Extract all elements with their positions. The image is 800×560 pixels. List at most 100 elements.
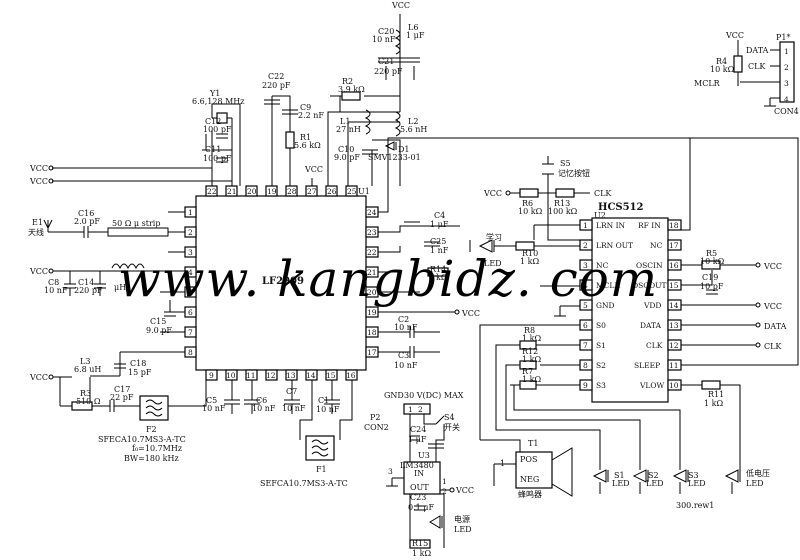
c18-ref: C18 [130, 359, 146, 368]
u2-pin-12: 12 [669, 341, 679, 350]
u1-pin-22r: 22 [367, 248, 377, 257]
u2-pin-13-name: DATA [640, 321, 662, 330]
c16-value: 2.0 pF [74, 217, 100, 226]
y1-value: 6.6,128 MHz [192, 97, 244, 106]
con4-pin-4: 4 [784, 95, 789, 104]
c17-ref: C17 [114, 385, 130, 394]
l1-value: 27 nH [336, 125, 361, 134]
crystal-network: Y1 6.6,128 MHz C12 100 pF C11 100 pF [192, 89, 244, 186]
lowv-label: 低电压 [746, 468, 770, 478]
ic-u1-partname: LF2909 [262, 276, 304, 287]
r10-ref: R10 [522, 249, 538, 258]
con2-pin-1: 1 [408, 405, 413, 414]
vcc-top-label: VCC [391, 1, 410, 10]
f2-part: SFECA10.7MS3-A-TC [98, 435, 186, 444]
c10-value: 9.0 pF [334, 153, 360, 162]
c21-value: 220 pF [374, 67, 403, 76]
c24-ref: C24 [410, 425, 426, 434]
r5-ref: R5 [706, 249, 717, 258]
c19-ref: C19 [702, 273, 718, 282]
u2-right-network: R5 10 kΩ C19 10 pF VCC VCC DATA CLK R11 … [681, 137, 799, 480]
r13-ref: R13 [554, 199, 570, 208]
u3-pin-2: 2 [442, 487, 447, 496]
vcc-left-2: VCC [29, 177, 48, 186]
u1-pin-20t: 20 [247, 187, 257, 196]
u2-pin-17: 17 [669, 241, 679, 250]
r13-value: 100 kΩ [548, 207, 578, 216]
lowv-led: LED [746, 479, 764, 488]
l4-value: μH [114, 283, 126, 292]
r8-ref: R8 [524, 326, 535, 335]
u1-pin-12: 12 [266, 371, 276, 380]
c19-value: 10 pF [700, 282, 724, 291]
pwr-led-label: 电源 [454, 514, 470, 524]
u1-pin-8: 8 [188, 348, 193, 357]
u2-pin-4-name: MCLR [596, 281, 620, 290]
c7-value: 10 nF [282, 404, 306, 413]
l6-ref: L6 [408, 23, 418, 32]
u2-pin-1-name: LRN IN [596, 221, 626, 230]
u2-pin-2: 2 [583, 241, 588, 250]
vcc-osc: VCC [763, 262, 782, 271]
ic-u2-ref: U2 [594, 211, 606, 220]
vcc-u1-right: VCC [461, 309, 480, 318]
u2-learn-network: VCC S5 记忆按钮 R6 10 kΩ R13 100 kΩ CLK 学习 L… [469, 156, 612, 317]
data-out: DATA [764, 322, 787, 331]
c23-ref: C23 [410, 493, 426, 502]
r3-value: 510 Ω [76, 397, 101, 406]
u1-pin-26: 26 [327, 187, 337, 196]
u2-pin-13: 13 [669, 321, 679, 330]
c20-value: 10 nF [372, 35, 396, 44]
u2-pin-4: 4 [583, 281, 588, 290]
r11-value: 1 kΩ [704, 399, 723, 408]
e1-ref: E1 [32, 218, 43, 227]
u3-out: OUT [410, 483, 429, 492]
u1-bottom-caps: C5 10 nF C6 10 nF C7 10 nF C1 10 nF F1 S… [202, 380, 353, 488]
ic-u1-left-pins: 1 2 3 4 5 6 7 8 [184, 206, 197, 358]
r6-value: 10 kΩ [518, 207, 543, 216]
s5-ref: S5 [560, 159, 571, 168]
c10-ref: C10 [338, 145, 354, 154]
u2-pin-7: 7 [583, 341, 588, 350]
c18-value: 15 pF [128, 368, 152, 377]
r7-ref: R7 [522, 367, 533, 376]
con4-pin-2: 2 [784, 63, 789, 72]
vcc-mid-label: VCC [304, 165, 323, 174]
u1-pin-19r: 19 [367, 308, 377, 317]
u1-pin-14: 14 [306, 371, 316, 380]
buzzer-body [515, 451, 553, 489]
s2-label: S2 [648, 471, 659, 480]
c15-ref: C15 [150, 317, 166, 326]
u1-pin-4: 4 [188, 268, 193, 277]
d1-value: SMV1233-01 [368, 153, 421, 162]
u1-pin-6: 6 [188, 308, 193, 317]
r15-ref: R15 [412, 539, 428, 548]
s2-led: LED [646, 479, 664, 488]
u1-pin-22t: 22 [207, 187, 217, 196]
con4-data: DATA [746, 46, 769, 55]
power-supply: GND 30 V(DC) MAX 1 2 P2 CON2 S4 开关 C24 1… [364, 391, 474, 558]
u1-pin-27: 27 [307, 187, 317, 196]
p2-label: CON2 [364, 423, 389, 432]
c5-value: 10 nF [202, 404, 226, 413]
vcc-con4: VCC [725, 31, 744, 40]
c12-value: 100 pF [203, 125, 232, 134]
con4-ref: P1* [776, 33, 790, 42]
c4-ref: C4 [434, 211, 445, 220]
c14-value: 220 pF [74, 286, 103, 295]
l1-ref: L1 [340, 117, 350, 126]
r2-value: 3.9 kΩ [338, 85, 365, 94]
u2-pin-1: 1 [583, 221, 588, 230]
l6-value: 1 μF [406, 31, 425, 40]
f1-ref: F1 [316, 465, 327, 474]
ic-u1-right-pins: 24 23 22 21 20 19 18 17 [365, 206, 379, 358]
r15-value: 1 kΩ [412, 549, 431, 558]
r5-value: 10 kΩ [700, 257, 725, 266]
c3-ref: C3 [398, 351, 409, 360]
l2-ref: L2 [408, 117, 418, 126]
u1-pin-1: 1 [188, 208, 193, 217]
d1-ref: D1 [398, 145, 410, 154]
